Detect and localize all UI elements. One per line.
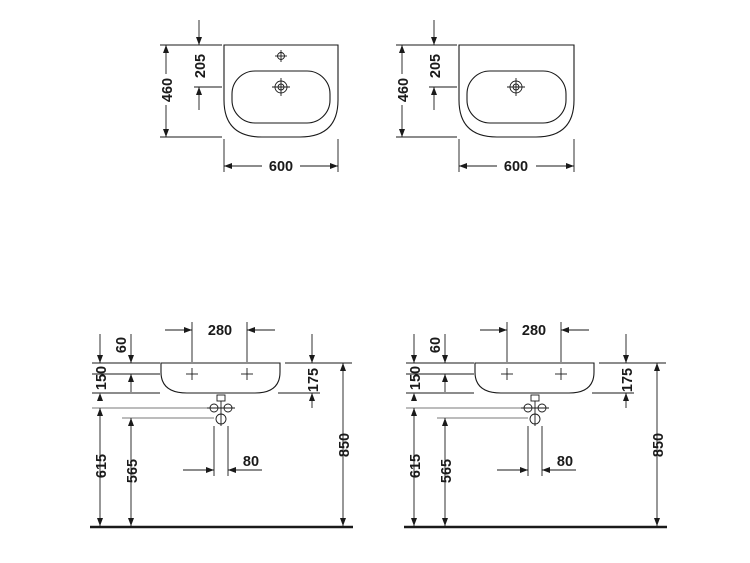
hole-spacing-dimension: 280 xyxy=(522,323,546,339)
basin-outline xyxy=(458,44,575,138)
tap-hole-icon xyxy=(275,50,287,62)
basin-outline xyxy=(223,44,339,138)
tap-offset-dimension: 205 xyxy=(428,54,444,78)
total-height-dimension: 850 xyxy=(651,433,667,457)
side-height-dimension: 175 xyxy=(620,368,636,392)
basin-body xyxy=(474,362,595,394)
depth-dimension: 460 xyxy=(160,78,176,102)
front-view-right: 280 60 150 615 565 80 xyxy=(404,322,667,529)
side-height-dimension: 175 xyxy=(306,368,322,392)
rim-top-dimension: 60 xyxy=(428,337,444,353)
waste-spacing-dimension: 80 xyxy=(557,454,573,470)
front-view-left: 280 60 150 615 565 80 xyxy=(90,322,353,529)
tap-offset-dimension: 205 xyxy=(193,54,209,78)
waste-height-inner-dimension: 565 xyxy=(125,459,141,483)
waste-height-outer-dimension: 615 xyxy=(408,454,424,478)
hole-spacing-dimension: 280 xyxy=(208,323,232,339)
bowl-height-dimension: 150 xyxy=(94,366,110,390)
depth-dimension: 460 xyxy=(396,78,412,102)
drain-icon xyxy=(507,78,525,96)
bowl-outline xyxy=(231,70,331,124)
bowl-outline xyxy=(466,70,567,124)
waste-fitting-icon xyxy=(521,394,549,476)
total-height-dimension: 850 xyxy=(337,433,353,457)
waste-spacing-dimension: 80 xyxy=(243,454,259,470)
tap-hole-marker-icon xyxy=(501,368,567,380)
bowl-height-dimension: 150 xyxy=(408,366,424,390)
basin-body xyxy=(160,362,281,394)
waste-fitting-icon xyxy=(207,394,235,476)
width-dimension: 600 xyxy=(504,159,528,175)
width-dimension: 600 xyxy=(269,159,293,175)
top-view-with-tap-hole: 460 205 600 xyxy=(160,20,339,175)
tap-hole-marker-icon xyxy=(186,368,253,380)
rim-top-dimension: 60 xyxy=(114,337,130,353)
drain-icon xyxy=(272,78,290,96)
waste-height-outer-dimension: 615 xyxy=(94,454,110,478)
waste-height-inner-dimension: 565 xyxy=(439,459,455,483)
top-view-without-tap-hole: 460 205 600 xyxy=(396,20,575,175)
